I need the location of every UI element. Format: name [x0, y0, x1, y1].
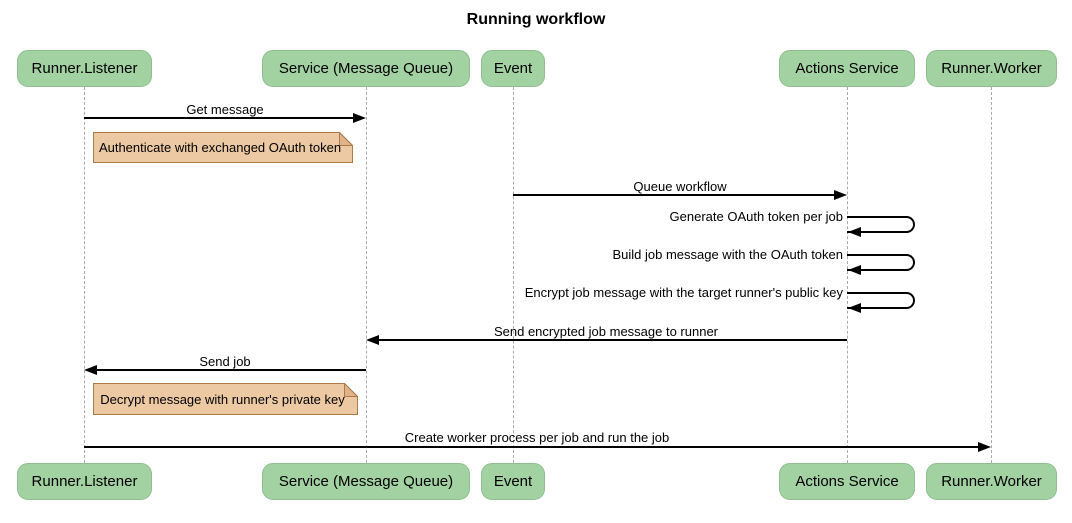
lifeline-runner-worker	[991, 87, 992, 463]
message-label: Queue workflow	[633, 179, 727, 194]
participant-service-message-queue-top: Service (Message Queue)	[262, 50, 470, 87]
arrowhead	[366, 335, 379, 345]
message-line	[84, 446, 979, 448]
note-text: Authenticate with exchanged OAuth token	[98, 140, 342, 155]
lifeline-runner-listener	[84, 87, 85, 463]
arrowhead	[848, 227, 861, 237]
arrowhead	[353, 113, 366, 123]
arrowhead	[978, 442, 991, 452]
lifeline-service-message-queue	[366, 87, 367, 463]
note: Decrypt message with runner's private ke…	[93, 383, 358, 415]
arrowhead	[84, 365, 97, 375]
arrowhead	[848, 303, 861, 313]
note-shape	[93, 383, 358, 415]
arrowhead	[834, 190, 847, 200]
self-message-loop	[847, 216, 915, 233]
participant-runner-worker-bottom: Runner.Worker	[926, 463, 1057, 500]
arrowhead	[848, 265, 861, 275]
participant-runner-worker-top: Runner.Worker	[926, 50, 1057, 87]
message-line	[513, 194, 835, 196]
message-label: Build job message with the OAuth token	[612, 247, 843, 262]
diagram-title: Running workflow	[466, 11, 606, 28]
participant-actions-service-top: Actions Service	[779, 50, 915, 87]
note-text: Decrypt message with runner's private ke…	[100, 391, 345, 407]
participant-runner-listener-top: Runner.Listener	[17, 50, 152, 87]
message-label: Send encrypted job message to runner	[493, 324, 719, 339]
message-label: Send job	[199, 354, 251, 369]
note: Authenticate with exchanged OAuth token	[93, 132, 353, 163]
participant-event-top: Event	[481, 50, 545, 87]
message-label: Encrypt job message with the target runn…	[524, 285, 843, 300]
participant-runner-listener-bottom: Runner.Listener	[17, 463, 152, 500]
lifeline-event	[513, 87, 514, 463]
message-label: Get message	[186, 102, 264, 117]
lifeline-actions-service	[847, 87, 848, 463]
message-line	[378, 339, 847, 341]
message-label: Create worker process per job and run th…	[404, 430, 670, 445]
message-line	[84, 117, 354, 119]
self-message-loop	[847, 254, 915, 271]
message-line	[96, 369, 366, 371]
participant-event-bottom: Event	[481, 463, 545, 500]
participant-service-message-queue-bottom: Service (Message Queue)	[262, 463, 470, 500]
participant-actions-service-bottom: Actions Service	[779, 463, 915, 500]
note-shape	[93, 132, 353, 163]
message-label: Generate OAuth token per job	[669, 209, 843, 224]
self-message-loop	[847, 292, 915, 309]
